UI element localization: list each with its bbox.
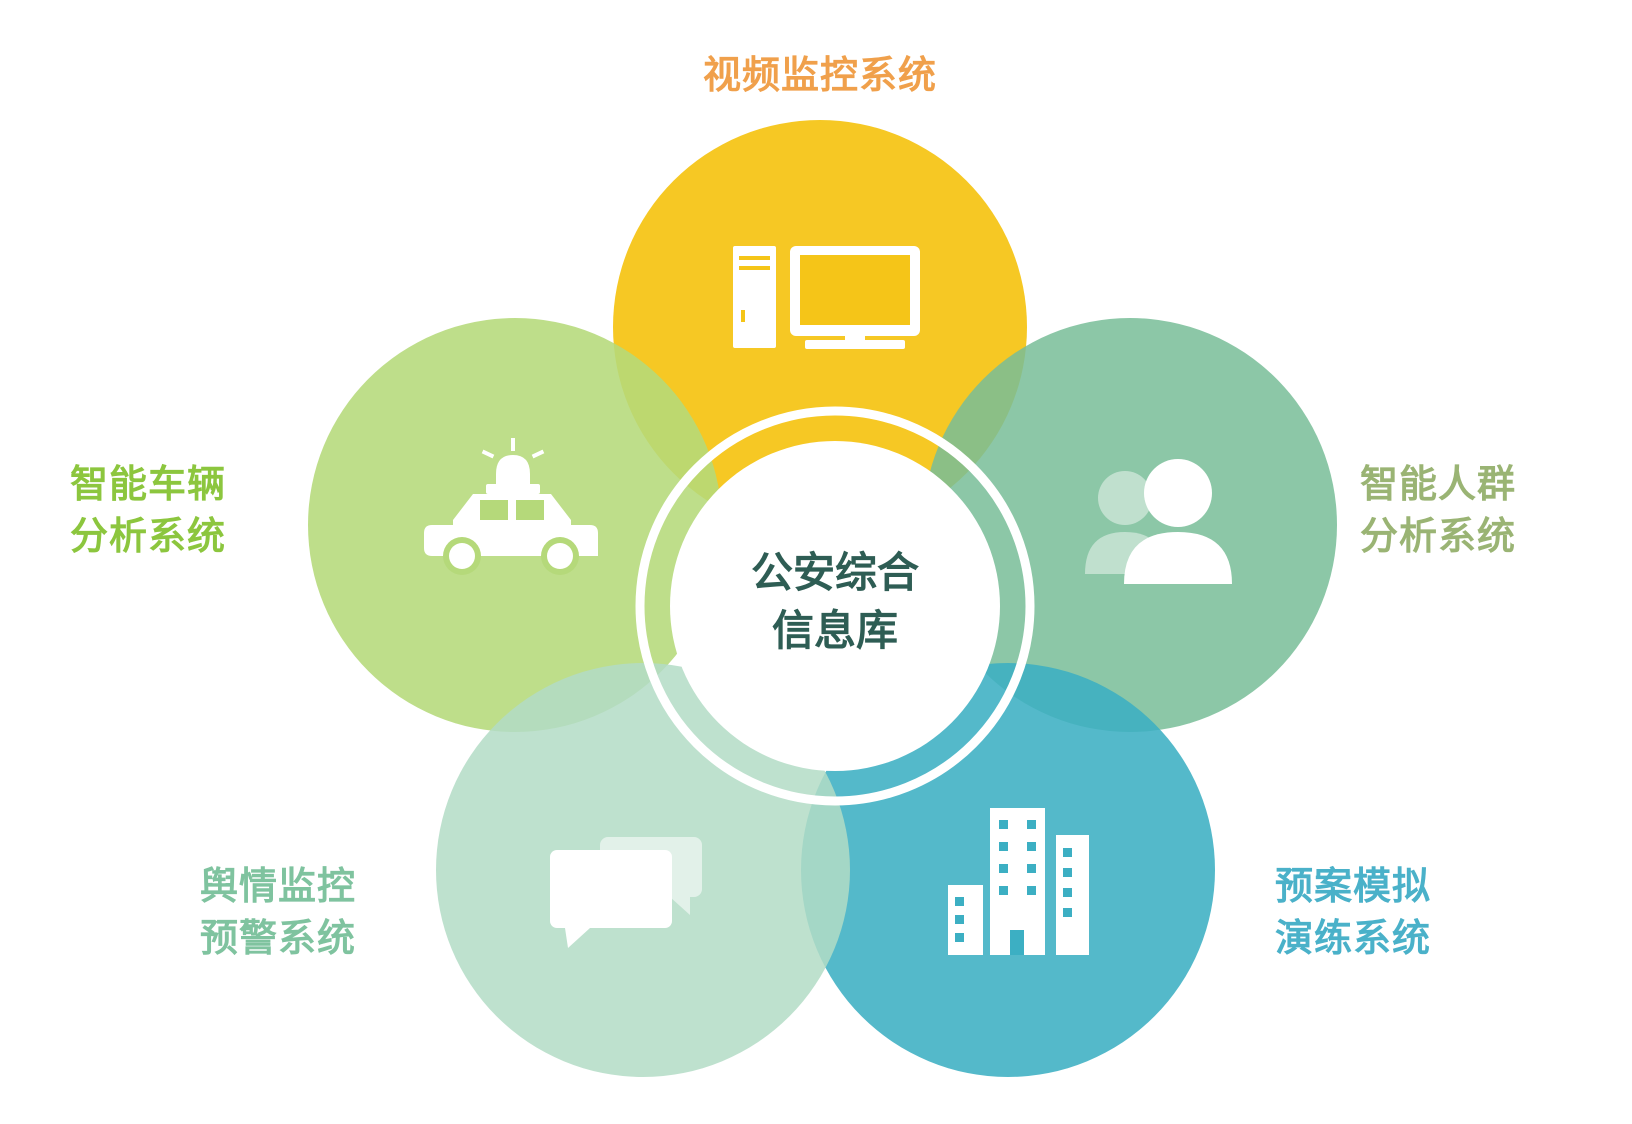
label-vehicle-analysis-line2: 分析系统 — [70, 514, 227, 558]
label-opinion-monitoring: 舆情监控 预警系统 — [200, 860, 400, 964]
buildings-icon — [948, 808, 1089, 955]
label-opinion-monitoring-line2: 预警系统 — [200, 916, 357, 960]
label-video-surveillance: 视频监控系统 — [600, 49, 1040, 101]
label-plan-simulation-line2: 演练系统 — [1275, 916, 1432, 960]
center-hub — [670, 441, 1000, 771]
center-ring — [635, 406, 1035, 806]
center-title-line1: 公安综合 — [750, 548, 919, 597]
label-crowd-analysis-line1: 智能人群 — [1360, 462, 1517, 506]
label-opinion-monitoring-line1: 舆情监控 — [200, 864, 357, 908]
label-plan-simulation-line1: 预案模拟 — [1275, 864, 1432, 908]
computer-icon — [733, 246, 920, 349]
label-crowd-analysis-line2: 分析系统 — [1360, 514, 1517, 558]
center-title: 公安综合 信息库 — [680, 544, 990, 660]
label-vehicle-analysis: 智能车辆 分析系统 — [70, 458, 290, 562]
label-crowd-analysis: 智能人群 分析系统 — [1360, 458, 1560, 562]
label-plan-simulation: 预案模拟 演练系统 — [1275, 860, 1475, 964]
center-title-line2: 信息库 — [771, 606, 898, 655]
label-video-surveillance-line1: 视频监控系统 — [702, 53, 937, 97]
chat-icon — [550, 837, 702, 948]
people-icon — [1085, 459, 1232, 584]
police-car-icon — [424, 438, 598, 575]
label-vehicle-analysis-line1: 智能车辆 — [70, 462, 227, 506]
